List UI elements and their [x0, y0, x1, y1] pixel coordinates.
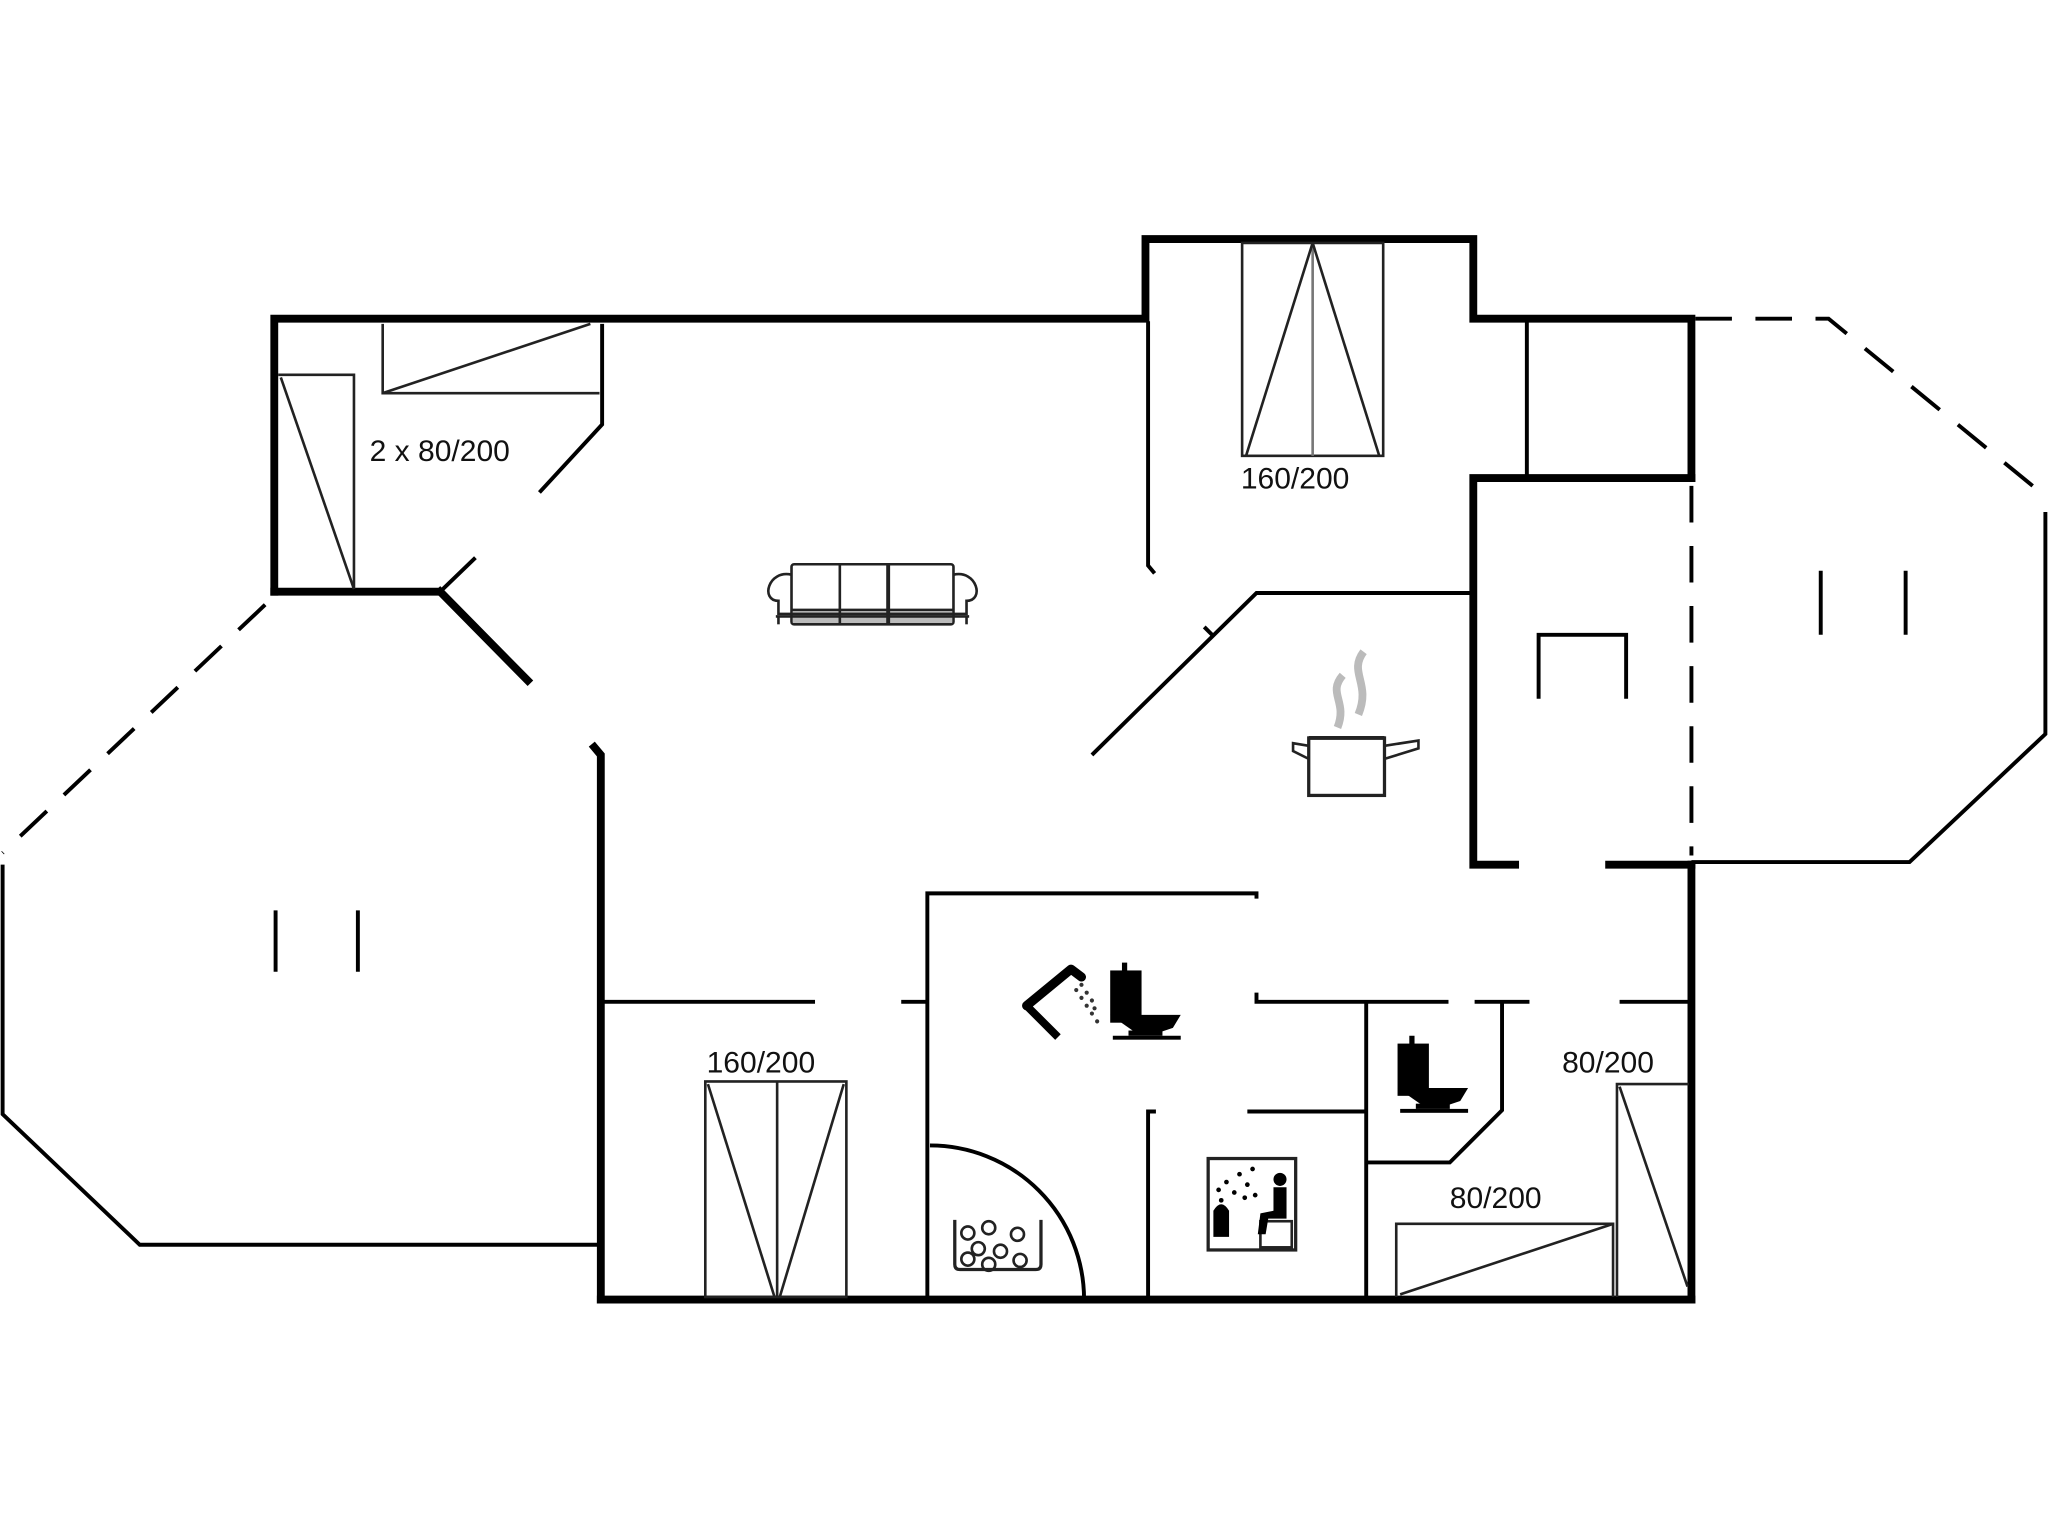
terrace-right	[1536, 316, 2048, 864]
bed-bedroom3	[703, 1080, 848, 1299]
bed-bedroom1-a	[381, 322, 600, 395]
interior-walls	[438, 321, 1689, 1300]
bed-label-bedroom1: 2 x 80/200	[370, 435, 510, 468]
bed-bedroom4	[1615, 1082, 1689, 1297]
whirlpool-icon	[953, 1219, 1043, 1273]
exterior-walls	[270, 235, 1696, 1304]
sofa-icon	[767, 562, 978, 626]
entrance-mat-icon	[1536, 632, 1629, 699]
toilet-icon	[1397, 1035, 1469, 1113]
bed-label-bedroom2: 160/200	[1241, 462, 1350, 495]
bed-label-bedroom5: 80/200	[1450, 1182, 1542, 1215]
bed-bedroom2	[1240, 241, 1385, 458]
bed-label-bedroom3: 160/200	[707, 1046, 816, 1079]
toilet-icon	[1110, 962, 1181, 1040]
shower-icon	[1022, 964, 1100, 1040]
terrace-left	[0, 603, 599, 1247]
bed-bedroom1-b	[278, 373, 356, 590]
sauna-icon	[1206, 1156, 1298, 1252]
bed-label-bedroom4: 80/200	[1562, 1046, 1654, 1079]
bed-bedroom5	[1394, 1222, 1615, 1297]
cooking-pot-icon	[1291, 649, 1420, 798]
